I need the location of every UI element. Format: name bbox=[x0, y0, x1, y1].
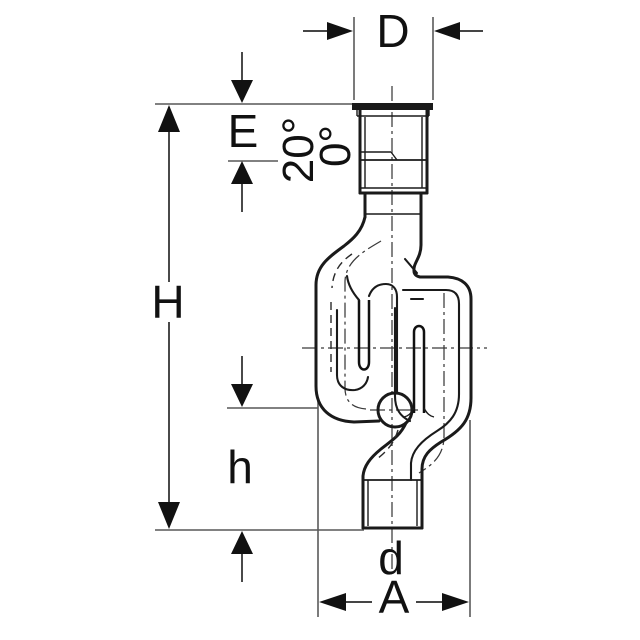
dimension-arrowheads bbox=[158, 22, 469, 611]
arrow-D-right bbox=[434, 22, 460, 40]
dimension-label-h: h bbox=[227, 441, 253, 493]
inlet-socket-walls bbox=[358, 108, 429, 195]
hidden-elbow-edge bbox=[331, 253, 353, 289]
insertion-depth-mark bbox=[361, 151, 398, 161]
dimension-labels: D E H h d A 20° 0° bbox=[151, 5, 409, 623]
inlet-shoulder-crease bbox=[403, 257, 419, 275]
right-dip-tube bbox=[412, 324, 426, 413]
angle-label-max: 20° bbox=[274, 117, 323, 184]
arrow-E-top bbox=[231, 80, 253, 103]
reference-lines bbox=[155, 17, 471, 617]
right-chamber-inner-wall bbox=[401, 288, 461, 482]
trap-outer-right-wall bbox=[412, 215, 473, 530]
left-channel-axis-line bbox=[344, 240, 382, 410]
arrow-h-top bbox=[231, 384, 253, 407]
dimension-label-A: A bbox=[379, 571, 410, 623]
arrow-A-left bbox=[319, 593, 346, 611]
dimension-label-D: D bbox=[376, 5, 409, 57]
outlet-sweep-left-wall bbox=[361, 421, 408, 530]
left-chamber-inner-u bbox=[335, 308, 370, 392]
arrow-H-top bbox=[158, 105, 180, 132]
fitting-body bbox=[314, 103, 473, 530]
partition-wall-right bbox=[367, 282, 399, 394]
dimension-label-H: H bbox=[151, 276, 184, 328]
partition-wall-left-curve bbox=[345, 274, 361, 302]
flange-lip bbox=[356, 110, 430, 117]
dimension-lines bbox=[168, 30, 483, 603]
dip-tube-flare bbox=[403, 407, 435, 418]
inlet-pipe-walls bbox=[363, 191, 423, 219]
inlet-flange bbox=[352, 103, 433, 110]
arrow-A-right bbox=[442, 593, 469, 611]
dimension-label-d: d bbox=[378, 532, 404, 584]
arrow-E-bottom bbox=[231, 161, 253, 184]
hidden-outlet-edge bbox=[376, 429, 399, 460]
left-dip-tube bbox=[357, 300, 371, 371]
dimension-label-E: E bbox=[228, 105, 259, 157]
outlet-socket-inner-walls bbox=[367, 480, 418, 526]
arrow-h-bottom bbox=[231, 531, 253, 554]
right-chamber-inner-left-wall bbox=[393, 306, 412, 423]
arrow-D-left bbox=[327, 22, 353, 40]
arrow-H-bottom bbox=[158, 502, 180, 529]
trap-outer-left-wall bbox=[314, 215, 381, 424]
angle-label-min: 0° bbox=[311, 125, 360, 167]
